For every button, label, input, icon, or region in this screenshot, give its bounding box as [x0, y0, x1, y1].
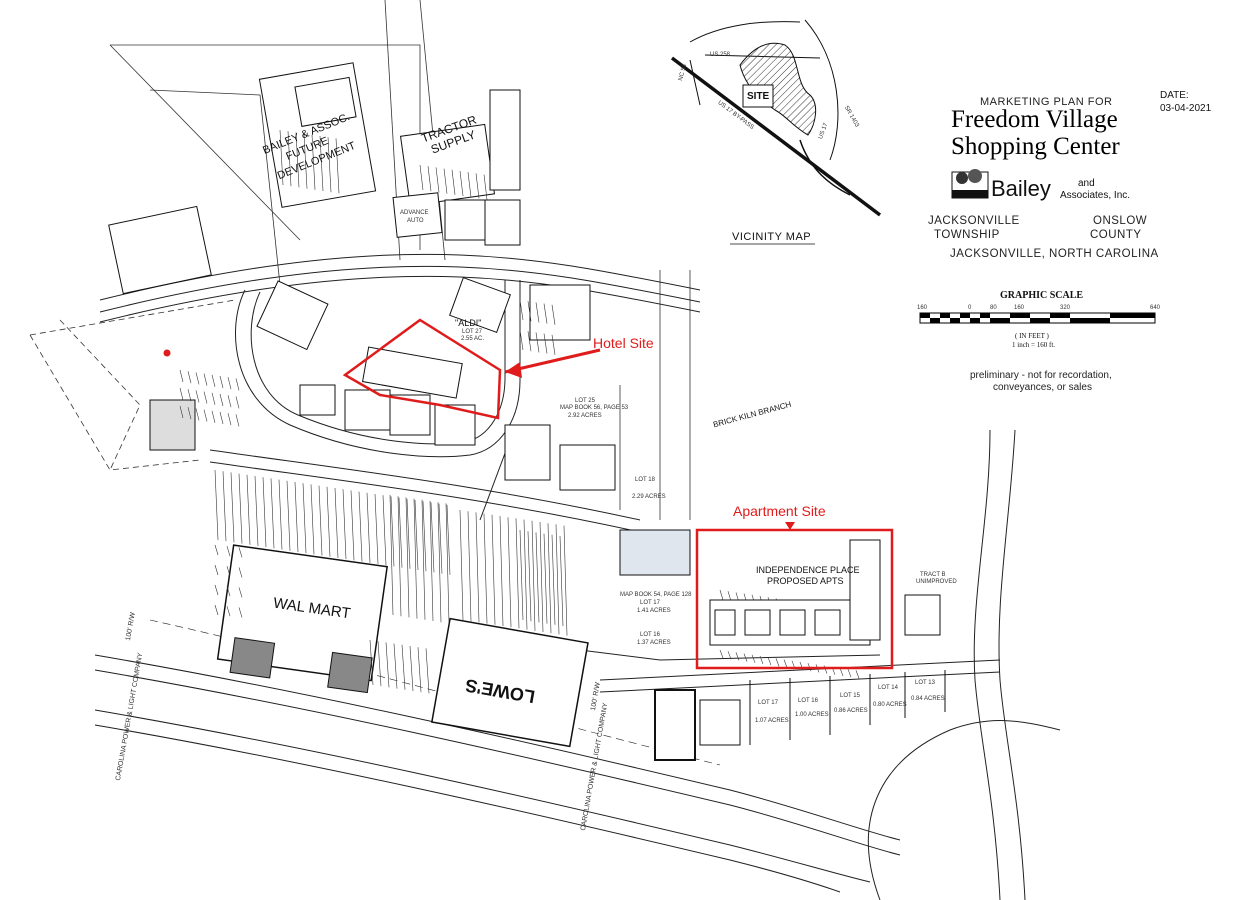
lot25-label: LOT 25 [575, 398, 595, 404]
scale-tick-4: 320 [1060, 305, 1071, 311]
south-lot-4: LOT 14 [878, 685, 898, 691]
vicinity-road-us258: US 258 [710, 52, 731, 58]
lowes-building [430, 617, 589, 748]
unimproved-label: UNIMPROVED [916, 579, 957, 585]
scale-tick-0: 160 [917, 305, 928, 311]
walmart-building [216, 544, 389, 694]
advance-auto-2: AUTO [407, 218, 424, 224]
marketing-line: MARKETING PLAN FOR [980, 96, 1113, 108]
independence-label-2: PROPOSED APTS [767, 576, 844, 586]
township-line-2: TOWNSHIP [934, 229, 1000, 241]
hotel-site-label: Hotel Site [593, 335, 654, 351]
south-outparcels [654, 670, 946, 761]
lot25-book: MAP BOOK 56, PAGE 53 [560, 405, 629, 411]
date-value: 03-04-2021 [1160, 103, 1212, 114]
lot16-acres: 1.37 ACRES [637, 640, 671, 646]
south-lot-2: LOT 16 [798, 698, 818, 704]
scale-tick-2: 80 [990, 305, 997, 311]
county-line-1: ONSLOW [1093, 215, 1148, 227]
scale-tick-5: 640 [1150, 305, 1161, 311]
scale-tick-3: 160 [1014, 305, 1025, 311]
title-line-1: Freedom Village [951, 106, 1118, 133]
vicinity-map-title: VICINITY MAP [732, 231, 812, 243]
east-roads [539, 429, 1061, 900]
date-label: DATE: [1160, 90, 1189, 101]
apartment-site-label: Apartment Site [733, 503, 826, 519]
aldi-acres: 2.55 AC. [461, 336, 485, 342]
apartment-site-arrow [785, 522, 795, 530]
scale-tick-1: 0 [968, 305, 972, 311]
disclaimer-line-1: preliminary - not for recordation, [970, 370, 1112, 381]
hotel-site-arrow [504, 348, 601, 378]
vicinity-map [670, 19, 882, 217]
south-lot-3-acres: 0.86 ACRES [834, 708, 868, 714]
city-state: JACKSONVILLE, NORTH CAROLINA [950, 248, 1159, 260]
firm-name: Bailey [991, 176, 1051, 201]
hotel-site-boundary [342, 318, 502, 420]
lot18-label: LOT 18 [635, 477, 655, 483]
tract-b-label: TRACT B [920, 572, 946, 578]
scale-ratio: 1 inch = 160 ft. [1012, 341, 1056, 349]
aldi-label: "ALDI" [455, 318, 482, 328]
advance-auto-1: ADVANCE [400, 210, 429, 216]
scale-title: GRAPHIC SCALE [1000, 290, 1084, 301]
firm-suffix-1: and [1078, 178, 1095, 189]
county-line-2: COUNTY [1090, 229, 1142, 241]
south-lot-3: LOT 15 [840, 693, 860, 699]
south-lot-2-acres: 1.00 ACRES [795, 712, 829, 718]
lot17-label: LOT 17 [640, 600, 660, 606]
south-lot-1-acres: 1.07 ACRES [755, 718, 789, 724]
south-lot-5: LOT 13 [915, 680, 935, 686]
vicinity-site-label: SITE [747, 91, 770, 102]
independence-label-1: INDEPENDENCE PLACE [756, 565, 860, 575]
township-line-1: JACKSONVILLE [928, 215, 1020, 227]
south-lot-5-acres: 0.84 ACRES [911, 696, 945, 702]
aldi-lot: LOT 27 [462, 329, 482, 335]
south-lot-4-acres: 0.80 ACRES [873, 702, 907, 708]
firm-suffix-2: Associates, Inc. [1060, 190, 1131, 201]
mapbook-label: MAP BOOK 54, PAGE 128 [620, 592, 692, 598]
disclaimer-line-2: conveyances, or sales [993, 382, 1092, 393]
marker-dot [163, 349, 171, 357]
graphic-scale-bar [919, 312, 1156, 324]
lot25-acres: 2.92 ACRES [568, 413, 602, 419]
lot16-label: LOT 16 [640, 632, 660, 638]
apartment-buildings [619, 529, 941, 646]
lot18-acres: 2.29 ACRES [632, 494, 666, 500]
south-lot-1: LOT 17 [758, 700, 778, 706]
bailey-logo-icon [951, 169, 989, 199]
north-buildings [108, 62, 591, 341]
apartment-site-boundary [695, 528, 894, 670]
title-line-2: Shopping Center [951, 133, 1120, 160]
lot17-acres: 1.41 ACRES [637, 608, 671, 614]
central-buildings [149, 277, 616, 491]
scale-units: ( IN FEET ) [1015, 332, 1049, 340]
